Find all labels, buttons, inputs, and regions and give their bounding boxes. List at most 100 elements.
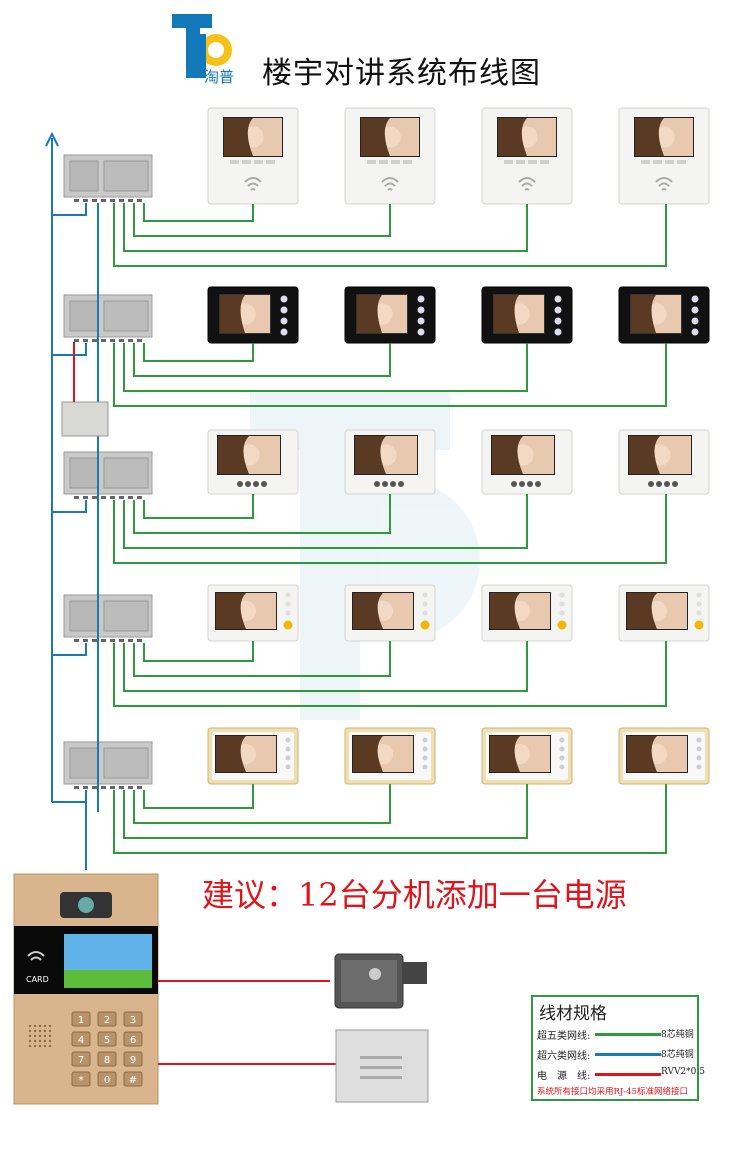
keypad-key-label: 7: [78, 1055, 84, 1066]
cat5-cable-1-3: [123, 203, 528, 252]
indoor-monitor-3-3: [481, 429, 573, 495]
monitor-button: [648, 481, 654, 487]
screen-grass: [64, 970, 152, 988]
card-label: CARD: [26, 975, 49, 984]
card-reader-icon: [27, 951, 45, 961]
switch-port: [101, 339, 106, 342]
switch-port: [74, 496, 79, 499]
legend-title: 线材规格: [539, 1004, 607, 1024]
indoor-monitor-3-2: [344, 429, 436, 495]
keypad-key-label: 6: [130, 1035, 136, 1046]
monitor-button: [367, 160, 376, 164]
power-supply-label-line: [360, 1056, 402, 1059]
keypad-key: [97, 1031, 117, 1047]
cat5-cable-2-3: [123, 343, 528, 392]
switch-port: [128, 339, 133, 342]
switch-port: [110, 786, 115, 789]
keypad-key: [71, 1071, 91, 1087]
speaker-hole: [33, 1044, 37, 1048]
monitor-button: [382, 481, 388, 487]
monitor-button: [422, 601, 428, 607]
monitor-button: [245, 481, 251, 487]
hair-shape: [490, 593, 520, 629]
hair-shape: [355, 436, 386, 474]
logo-text: 淘普: [204, 68, 235, 86]
monitor-button: [696, 737, 702, 743]
legend-label-cat5: 超五类网线:: [537, 1031, 591, 1042]
monitor-button: [696, 755, 702, 761]
indoor-monitor-2-4: [618, 286, 710, 344]
switch-port: [119, 339, 124, 342]
speaker-hole: [33, 1039, 37, 1043]
switch-panel: [103, 457, 149, 489]
switch-port: [101, 199, 106, 202]
switch-port: [74, 199, 79, 202]
switch-port: [74, 639, 79, 642]
speaker-hole: [48, 1034, 52, 1038]
switch-port: [137, 339, 142, 342]
legend-label-cat6: 超六类网线:: [537, 1051, 591, 1062]
switch-port: [83, 339, 88, 342]
keypad-key: [97, 1071, 117, 1087]
switch-panel: [69, 300, 99, 332]
speaker-hole: [28, 1044, 32, 1048]
monitor-button: [559, 601, 565, 607]
monitor-button: [379, 160, 388, 164]
cat6-link-5: [52, 790, 87, 803]
monitor-button: [280, 317, 288, 325]
legend-line-cat5: [595, 1033, 661, 1036]
indoor-monitor-1-4: [618, 107, 710, 205]
network-switch-floor-3: [63, 451, 153, 499]
cat5-cable-3-4: [113, 494, 667, 564]
monitor-button: [559, 610, 565, 616]
hair-shape: [353, 593, 383, 629]
switch-port: [128, 639, 133, 642]
monitor-button: [261, 481, 267, 487]
switch-panel: [103, 600, 149, 632]
switch-port: [74, 786, 79, 789]
monitor-button: [280, 295, 288, 303]
power-supply-label-line: [360, 1076, 402, 1079]
monitor-button: [656, 481, 662, 487]
monitor-button: [677, 160, 686, 164]
monitor-button: [519, 481, 525, 487]
cat5-cable-1-2: [133, 203, 391, 237]
switch-port: [110, 496, 115, 499]
cat5-cable-3-1: [143, 494, 254, 519]
keypad-key: [71, 1011, 91, 1027]
indoor-monitor-5-4: [618, 727, 710, 785]
legend-spec-power: RVV2*0.5: [661, 1067, 705, 1077]
switch-panel: [69, 747, 99, 779]
indoor-monitor-4-2: [344, 584, 436, 642]
hair-shape: [498, 118, 527, 156]
indoor-monitor-2-3: [481, 286, 573, 344]
indoor-monitor-2-2: [344, 286, 436, 344]
cat5-cable-2-1: [143, 343, 254, 362]
cat5-cable-3-2: [133, 494, 391, 534]
keypad-key: [123, 1051, 143, 1067]
network-switch-floor-5: [63, 741, 153, 789]
speaker-hole: [28, 1034, 32, 1038]
card-reader-icon: [244, 177, 262, 191]
switch-panel: [103, 300, 149, 332]
switch-panel: [103, 747, 149, 779]
switch-port: [83, 639, 88, 642]
keypad-key-label: #: [129, 1075, 137, 1086]
monitor-button: [554, 295, 562, 303]
switch-port: [83, 786, 88, 789]
power-supply-floor-2: [61, 401, 109, 437]
hair-shape: [494, 295, 519, 333]
monitor-button: [422, 764, 428, 770]
speaker-hole: [43, 1024, 47, 1028]
switch-port: [137, 199, 142, 202]
keypad-key: [71, 1031, 91, 1047]
monitor-button: [390, 481, 396, 487]
switch-port: [128, 199, 133, 202]
switch-port: [128, 786, 133, 789]
keypad-key-label: 4: [78, 1035, 84, 1046]
indoor-monitor-5-2: [344, 727, 436, 785]
switch-port: [74, 339, 79, 342]
